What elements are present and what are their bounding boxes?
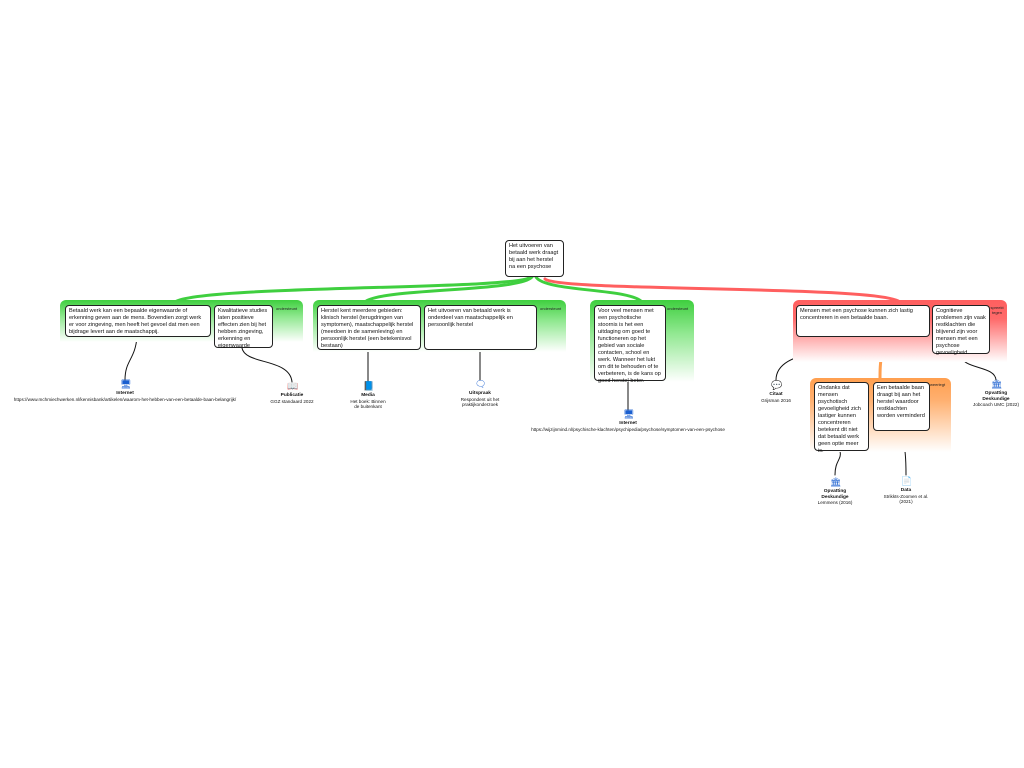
claim-box[interactable]: Ondanks dat mensen psychotisch gevoeligh…	[814, 382, 869, 454]
quote-icon: 💬	[771, 380, 783, 390]
root-claim[interactable]: Het uitvoeren van betaald werk draagt bi…	[505, 240, 564, 277]
claim-box[interactable]: Betaald werk kan een bepaalde eigenwaard…	[65, 305, 211, 337]
speech-bubble-icon: 🗨	[474, 379, 487, 389]
relation-label: ondersteunt	[276, 306, 298, 311]
document-icon: 📄	[901, 476, 913, 486]
computer-icon: 🖥	[622, 409, 635, 419]
relation-label: ondersteunt	[540, 306, 562, 311]
expert-icon: 🏛	[829, 477, 842, 487]
claim-box[interactable]: Kwalitatieve studies laten positieve eff…	[214, 305, 273, 349]
book-icon: 📘	[363, 381, 375, 391]
claim-box[interactable]: Het uitvoeren van betaald werk is onderd…	[424, 305, 537, 350]
claim-box[interactable]: Voor veel mensen met een psychotische st…	[594, 305, 666, 384]
relation-label: weerlegt	[930, 382, 946, 387]
computer-icon: 🖥	[120, 379, 132, 389]
claim-box[interactable]: Cognitieve problemen zijn vaak restklach…	[932, 305, 990, 356]
book-icon: 📖	[287, 381, 299, 391]
relation-label: ondersteunt	[667, 306, 689, 311]
expert-icon: 🏛	[991, 379, 1003, 389]
claim-box[interactable]: Een betaalde baan draagt bij aan het her…	[873, 382, 930, 431]
claim-box[interactable]: Herstel kent meerdere gebieden: klinisch…	[317, 305, 421, 350]
relation-label: spreekt tegen	[990, 305, 1004, 315]
claim-box[interactable]: Mensen met een psychose kunnen zich last…	[796, 305, 930, 337]
